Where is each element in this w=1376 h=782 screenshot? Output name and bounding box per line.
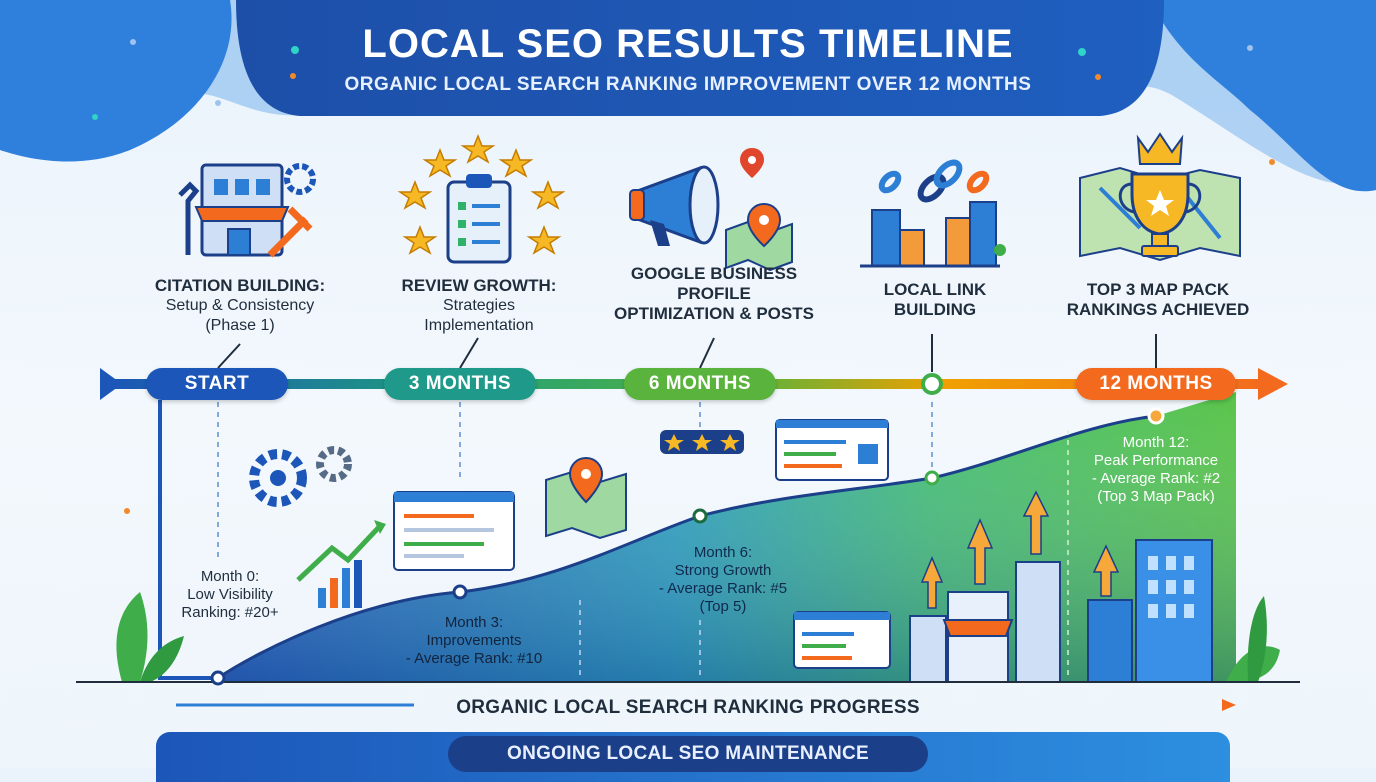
milestone-title: GOOGLE BUSINESS	[630, 264, 798, 283]
milestone-top3-map-pack: TOP 3 MAP PACK RANKINGS ACHIEVED	[1046, 280, 1270, 320]
annotation-line: Month 0:	[200, 568, 260, 585]
annotation-month-3: Month 3: Improvements - Average Rank: #1…	[386, 614, 562, 668]
milestone-line: PROFILE	[677, 284, 751, 303]
annotation-line: - Average Rank: #5	[658, 580, 788, 597]
milestone-line: (Phase 1)	[205, 317, 275, 334]
milestone-title: REVIEW GROWTH:	[401, 276, 557, 295]
annotation-month-6: Month 6: Strong Growth - Average Rank: #…	[628, 544, 818, 616]
annotation-line: Ranking: #20+	[181, 604, 279, 621]
annotation-line: Peak Performance	[1093, 452, 1219, 469]
milestone-local-link-building: LOCAL LINK BUILDING	[850, 280, 1020, 320]
timeline-3-months: 3 MONTHS	[384, 368, 536, 400]
annotation-line: Strong Growth	[674, 562, 772, 579]
annotation-line: Month 12:	[1122, 434, 1190, 451]
page-subtitle: ORGANIC LOCAL SEARCH RANKING IMPROVEMENT…	[344, 74, 1032, 95]
milestone-line: Strategies	[442, 297, 516, 314]
milestone-line: RANKINGS ACHIEVED	[1066, 300, 1250, 319]
milestone-title: LOCAL LINK	[883, 280, 987, 299]
annotation-line: - Average Rank: #2	[1091, 470, 1221, 487]
milestone-line: Implementation	[424, 317, 534, 334]
annotation-line: Low Visibility	[187, 586, 273, 603]
axis-label: ORGANIC LOCAL SEARCH RANKING PROGRESS	[456, 697, 920, 718]
milestone-title: TOP 3 MAP PACK	[1086, 280, 1230, 299]
milestone-title: CITATION BUILDING:	[154, 276, 326, 295]
timeline-12-months: 12 MONTHS	[1076, 368, 1236, 400]
milestone-line: Setup & Consistency	[165, 297, 315, 314]
annotation-line: (Top 5)	[699, 598, 747, 615]
annotation-month-12: Month 12: Peak Performance - Average Ran…	[1066, 434, 1246, 506]
annotation-line: (Top 3 Map Pack)	[1097, 488, 1215, 505]
annotation-line: Month 6:	[693, 544, 753, 561]
page-title: LOCAL SEO RESULTS TIMELINE	[362, 22, 1014, 66]
annotation-line: Improvements	[426, 632, 522, 649]
footer-label: ONGOING LOCAL SEO MAINTENANCE	[448, 736, 928, 772]
milestone-line: BUILDING	[893, 300, 977, 319]
milestone-review-growth: REVIEW GROWTH: Strategies Implementation	[374, 276, 584, 336]
annotation-line: - Average Rank: #10	[405, 650, 543, 667]
timeline-6-months: 6 MONTHS	[624, 368, 776, 400]
milestone-line: OPTIMIZATION & POSTS	[614, 304, 814, 323]
milestone-citation-building: CITATION BUILDING: Setup & Consistency (…	[130, 276, 350, 336]
annotation-month-0: Month 0: Low Visibility Ranking: #20+	[160, 568, 300, 622]
annotation-line: Month 3:	[444, 614, 504, 631]
timeline-start: START	[146, 368, 288, 400]
milestone-google-business-profile: GOOGLE BUSINESS PROFILE OPTIMIZATION & P…	[594, 264, 834, 324]
